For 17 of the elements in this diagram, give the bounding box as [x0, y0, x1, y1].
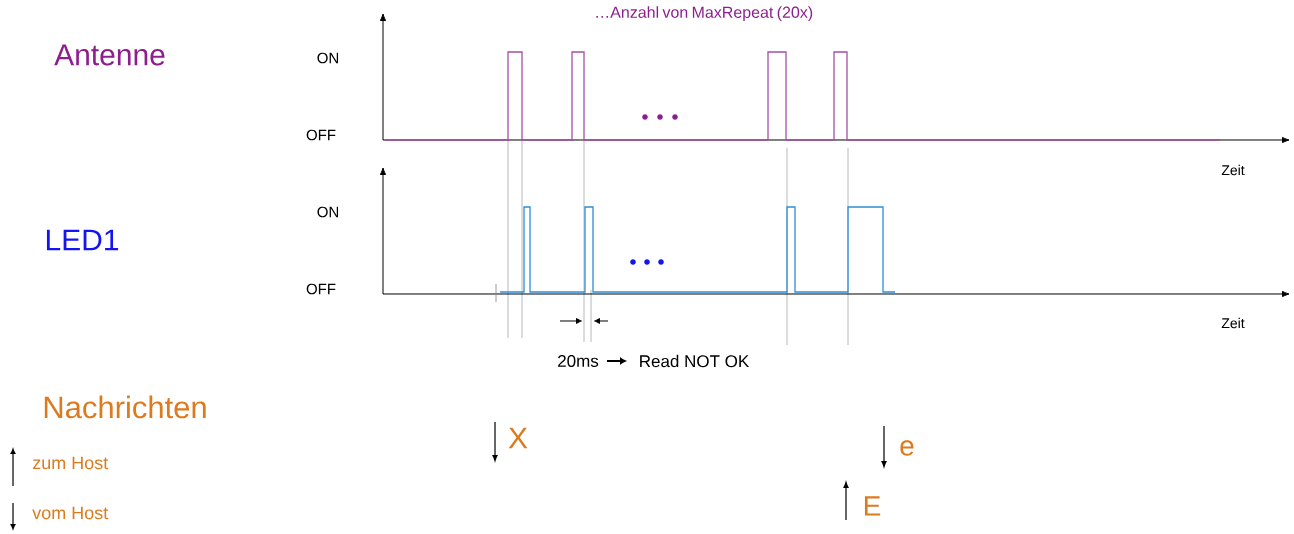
dimension-label: 20ms: [558, 354, 599, 367]
level-label: ON: [317, 52, 339, 64]
axis-label: Zeit: [1221, 317, 1245, 329]
section-heading: Nachrichten: [44, 395, 206, 419]
message-letter: X: [508, 427, 528, 449]
channel-label: Antenne: [54, 44, 165, 66]
annotation-text: …Anzahl von MaxRepeat (20x): [596, 6, 813, 22]
level-label: OFF: [306, 129, 336, 141]
level-label: OFF: [306, 283, 336, 295]
message-letter: e: [900, 440, 914, 456]
result-text: Read NOT OK: [640, 354, 750, 368]
message-letter: E: [864, 496, 881, 516]
axis-label: Zeit: [1221, 164, 1245, 176]
level-label: ON: [317, 206, 339, 218]
channel-label: LED1: [46, 229, 119, 251]
legend-text: zum Host: [32, 456, 109, 470]
legend-text: vom Host: [32, 506, 109, 520]
